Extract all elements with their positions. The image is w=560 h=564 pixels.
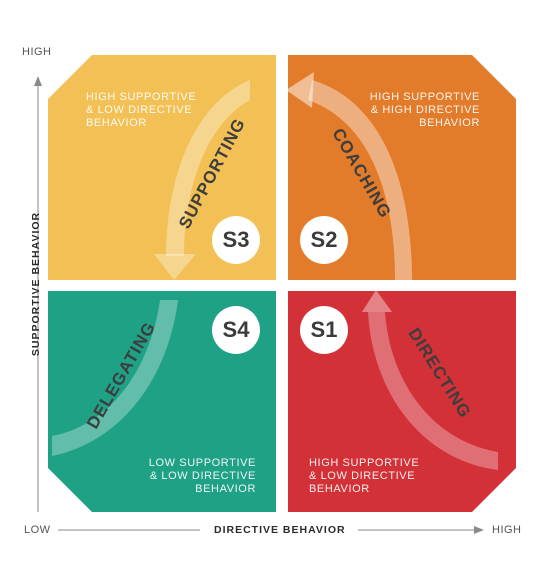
quadrant-s3-description: HIGH SUPPORTIVE & LOW DIRECTIVE BEHAVIOR	[86, 91, 197, 129]
quadrant-s4-description: LOW SUPPORTIVE & LOW DIRECTIVE BEHAVIOR	[148, 457, 256, 495]
cycle-arrows	[52, 72, 498, 470]
delegating-arrow	[52, 300, 178, 456]
x-axis-high: HIGH	[492, 524, 522, 536]
coaching-arrow	[308, 80, 412, 280]
quadrant-s2-description: HIGH SUPPORTIVE & HIGH DIRECTIVE BEHAVIO…	[369, 91, 480, 129]
coaching-arrowhead	[286, 72, 314, 108]
badge-s3: S3	[212, 216, 260, 264]
supporting-arrow	[166, 80, 250, 256]
x-axis-label: DIRECTIVE BEHAVIOR	[214, 524, 346, 536]
badge-s2: S2	[300, 216, 348, 264]
directing-arrow	[368, 312, 498, 470]
quadrant-s1-tile	[288, 291, 516, 512]
quadrant-s2-tile	[288, 55, 516, 280]
quadrant-s1-description: HIGH SUPPORTIVE & LOW DIRECTIVE BEHAVIOR	[309, 457, 420, 495]
x-axis-low: LOW	[24, 524, 51, 536]
badge-s4: S4	[212, 306, 260, 354]
y-axis-high: HIGH	[22, 46, 52, 58]
directing-arrowhead	[362, 290, 392, 312]
badge-s1: S1	[300, 306, 348, 354]
supporting-arrowhead	[154, 254, 196, 280]
